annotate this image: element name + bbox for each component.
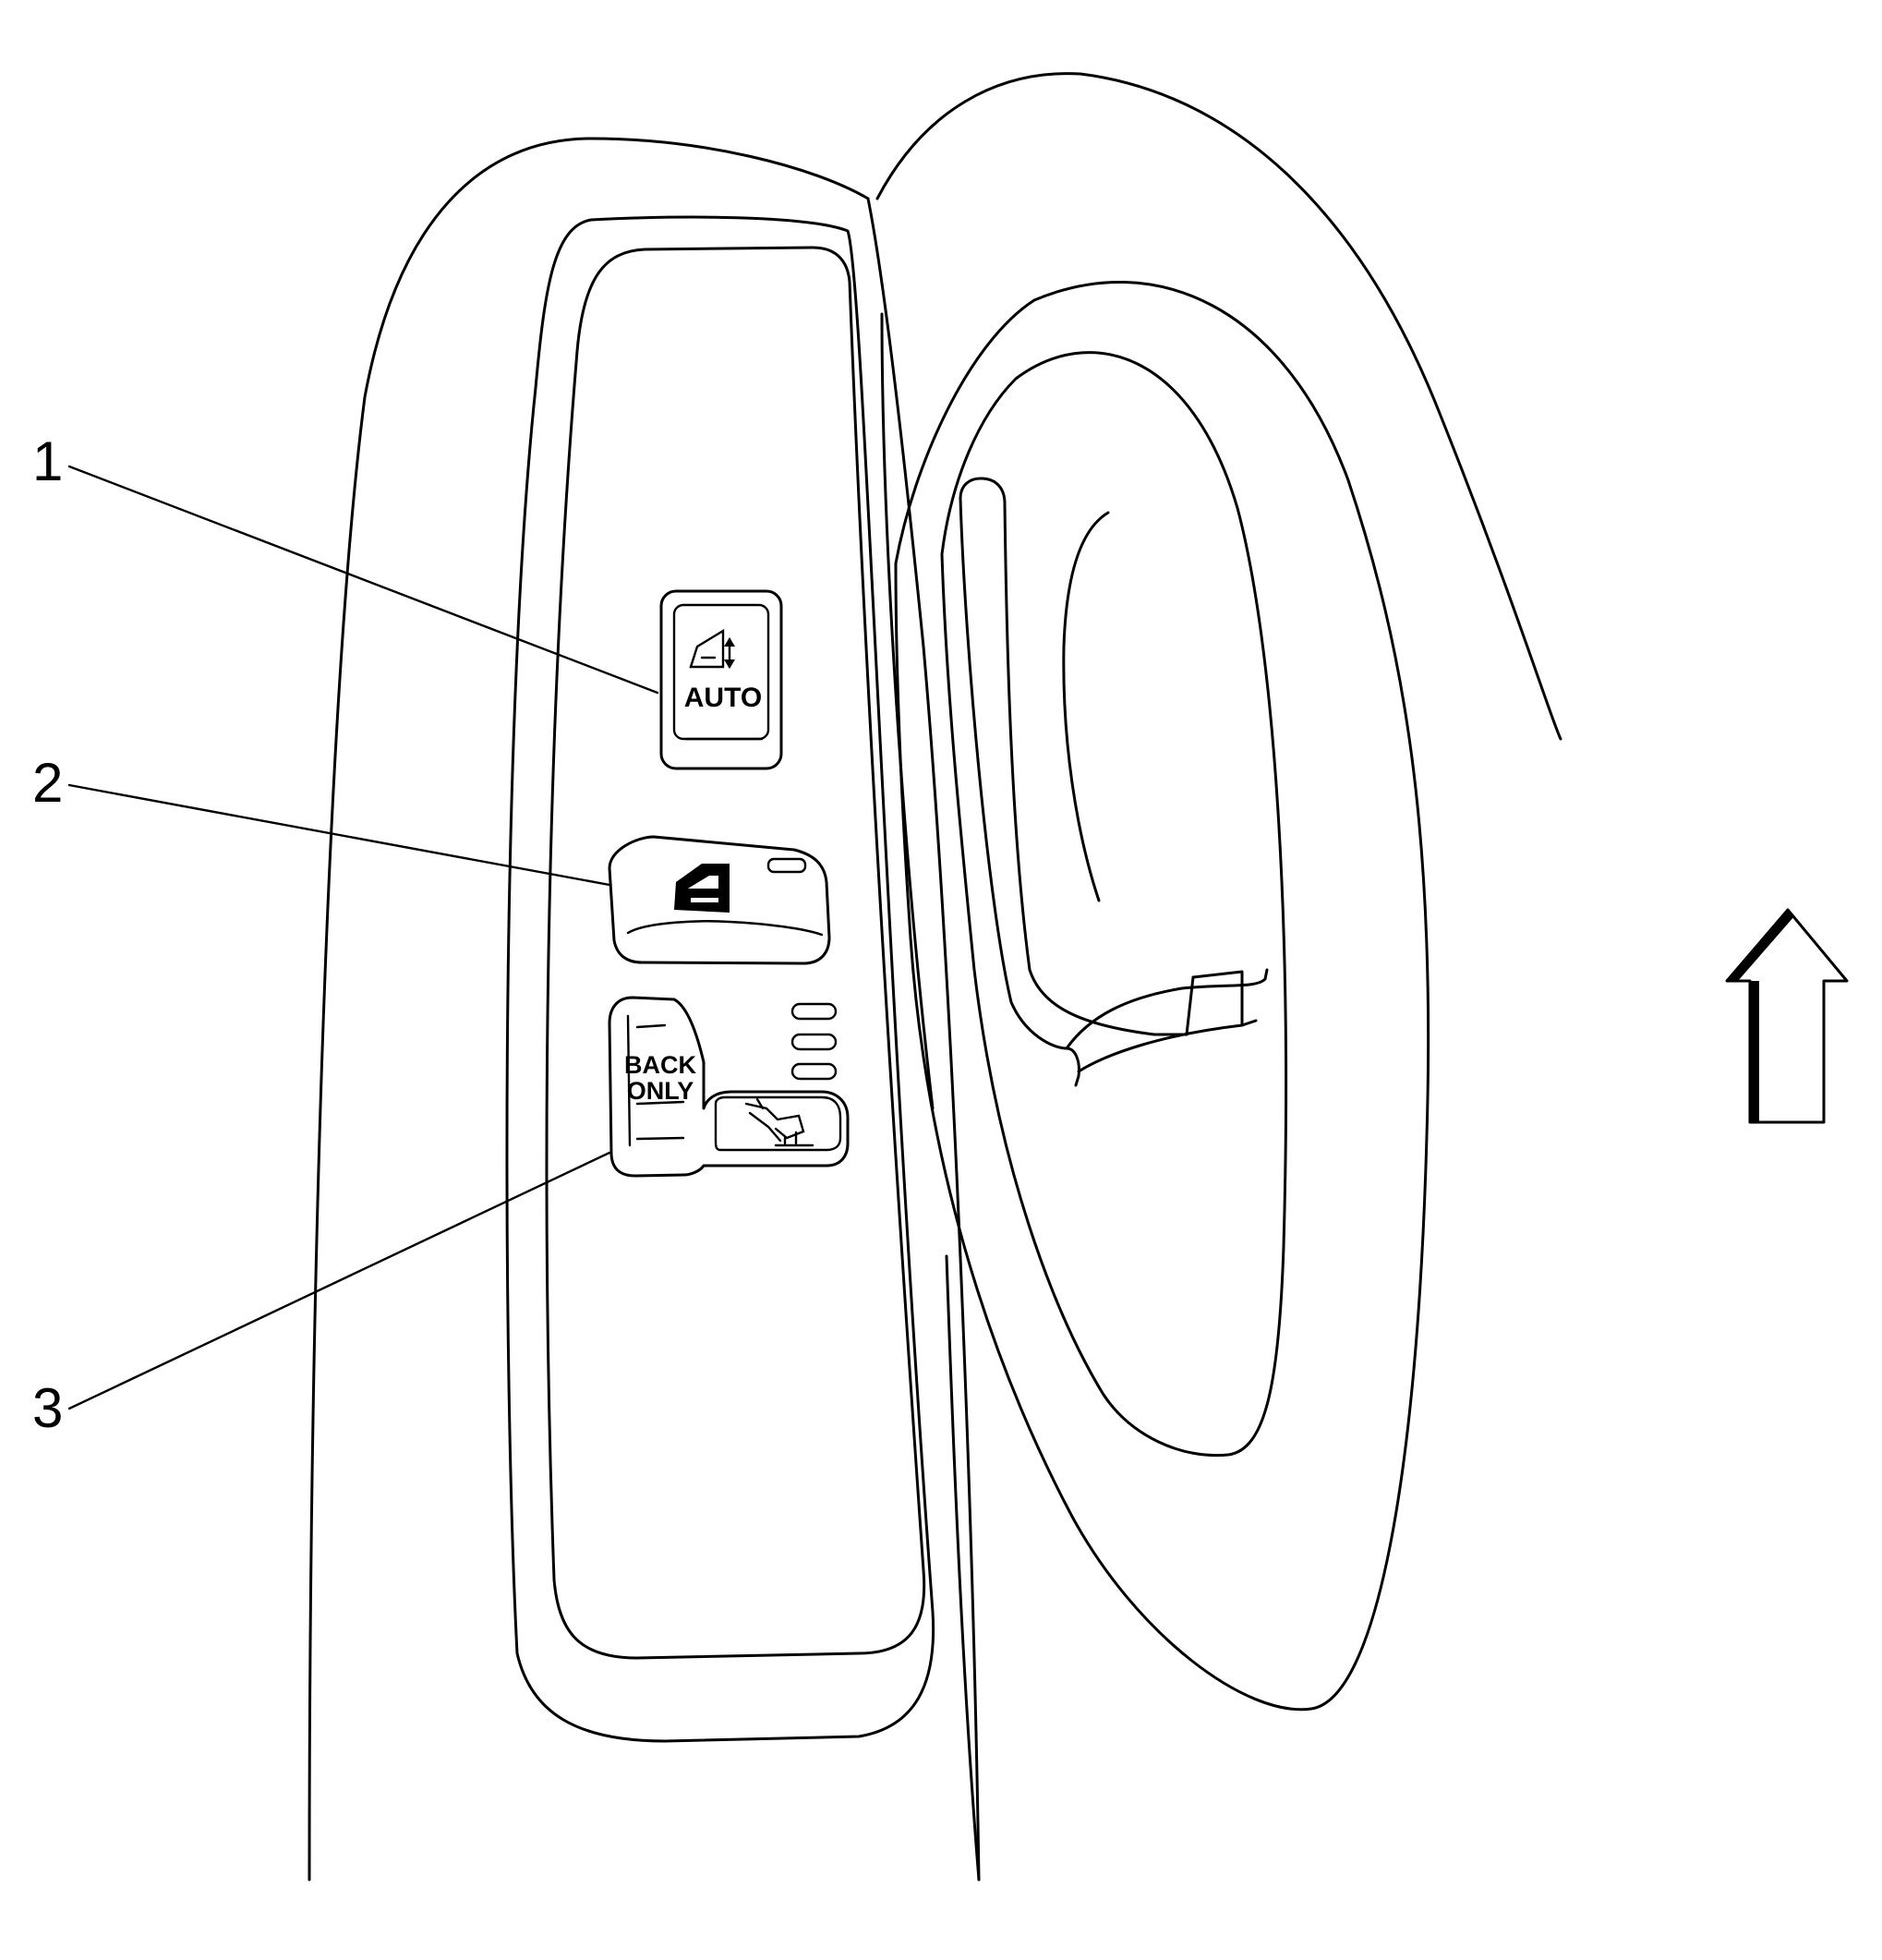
seat-switch-indicator-lights [790,1002,838,1081]
seat-switch-label-only: ONLY [627,1077,694,1105]
window-switch-label: AUTO [684,683,762,713]
direction-arrow-up-icon [1725,908,1849,1124]
switch-bezel [505,215,935,1743]
window-switch: AUTO [659,589,783,770]
callout-leader-1 [67,465,659,695]
seat-switch: BACK ONLY [608,996,850,1178]
callout-leaders [67,465,659,1410]
callout-leader-3 [67,1151,611,1410]
callout-leader-2 [67,783,611,887]
seat-switch-label-back: BACK [624,1051,696,1079]
callout-number-1: 1 [32,430,63,492]
door-handle-loops [875,72,1562,1712]
door-trim-panel [308,137,981,1881]
door-lock-icon [674,864,730,913]
callout-number-2: 2 [32,752,63,814]
window-up-down-icon [689,628,735,669]
seat-recline-icon [744,1097,814,1147]
callout-number-3: 3 [32,1377,63,1439]
door-lock-switch [608,835,831,965]
